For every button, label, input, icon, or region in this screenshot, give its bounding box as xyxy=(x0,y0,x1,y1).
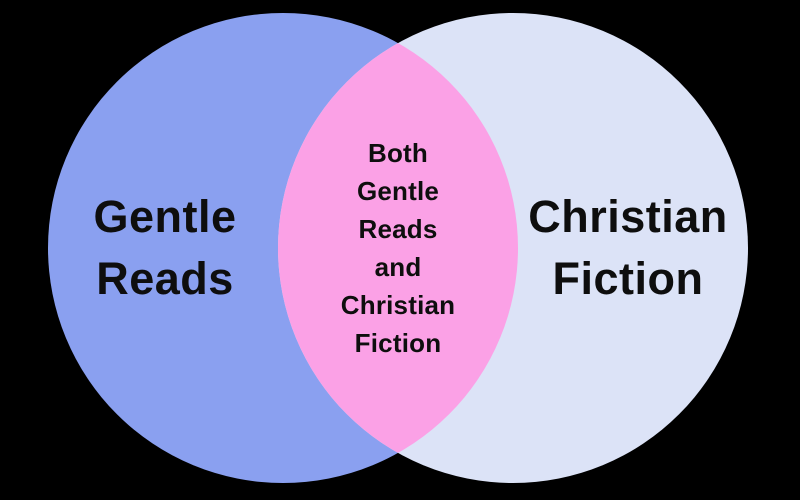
right-set-label-line-2: Fiction xyxy=(552,253,704,304)
overlap-label-line-4: and xyxy=(374,252,422,282)
overlap-label-line-1: Both xyxy=(367,138,428,168)
left-set-label-line-2: Reads xyxy=(96,253,234,304)
overlap-label: Both Gentle Reads and Christian Fiction xyxy=(341,134,455,362)
left-set-label: Gentle Reads xyxy=(93,186,236,310)
right-set-label: Christian Fiction xyxy=(528,186,728,310)
overlap-label-line-6: Fiction xyxy=(354,328,442,358)
overlap-lens xyxy=(278,13,518,483)
left-set-label-line-1: Gentle xyxy=(93,191,237,242)
overlap-label-line-3: Reads xyxy=(358,214,438,244)
overlap-label-line-5: Christian xyxy=(340,290,456,320)
overlap-label-line-2: Gentle xyxy=(356,176,440,206)
right-set-label-line-1: Christian xyxy=(528,191,728,242)
